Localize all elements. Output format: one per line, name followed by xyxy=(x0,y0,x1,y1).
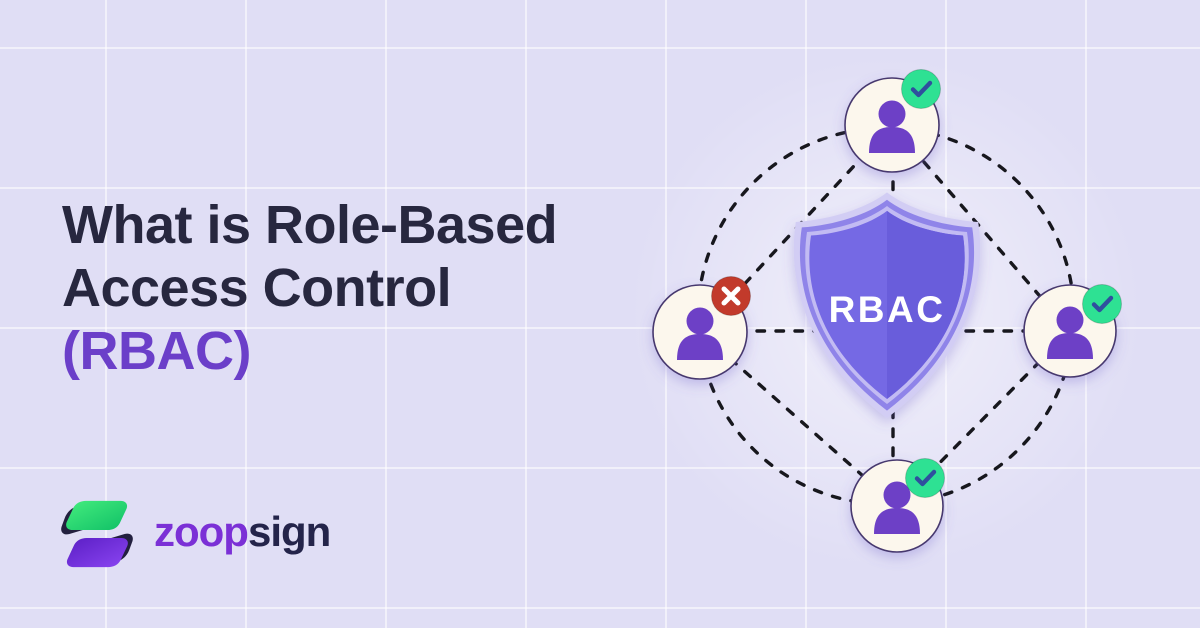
user-node-right xyxy=(1023,284,1122,378)
user-icon xyxy=(874,481,920,534)
brand-wordmark: zoopsign xyxy=(154,508,331,557)
title-line-2: Access Control xyxy=(62,258,452,318)
zoopsign-logo-mark xyxy=(61,500,133,568)
logo-ribbon-bottom xyxy=(66,533,133,568)
user-icon xyxy=(869,100,915,153)
rbac-shield: RBAC xyxy=(793,192,981,419)
status-badge xyxy=(905,458,945,498)
page-title: What is Role-Based Access Control (RBAC) xyxy=(62,194,558,383)
user-node-top xyxy=(844,69,941,173)
shield-label: RBAC xyxy=(829,289,946,330)
diamond-lines xyxy=(697,122,1073,509)
status-badge xyxy=(1082,284,1122,324)
brand-logo: zoopsign xyxy=(56,496,331,572)
status-badge xyxy=(901,69,941,109)
user-icon xyxy=(1047,306,1093,359)
brand-wordmark-primary: zoop xyxy=(154,508,249,555)
brand-wordmark-secondary: sign xyxy=(247,508,331,555)
user-icon xyxy=(677,307,723,360)
status-badge xyxy=(711,276,751,316)
check-icon xyxy=(1091,295,1114,313)
title-line-1: What is Role-Based xyxy=(62,195,558,255)
check-icon xyxy=(910,80,933,98)
title-line-3: (RBAC) xyxy=(62,321,251,381)
logo-ribbon-top xyxy=(61,500,128,535)
shield-body-right xyxy=(887,210,965,399)
user-node-left xyxy=(652,276,751,380)
x-icon xyxy=(721,286,741,306)
check-icon xyxy=(914,469,937,487)
user-node-bottom xyxy=(850,458,945,553)
